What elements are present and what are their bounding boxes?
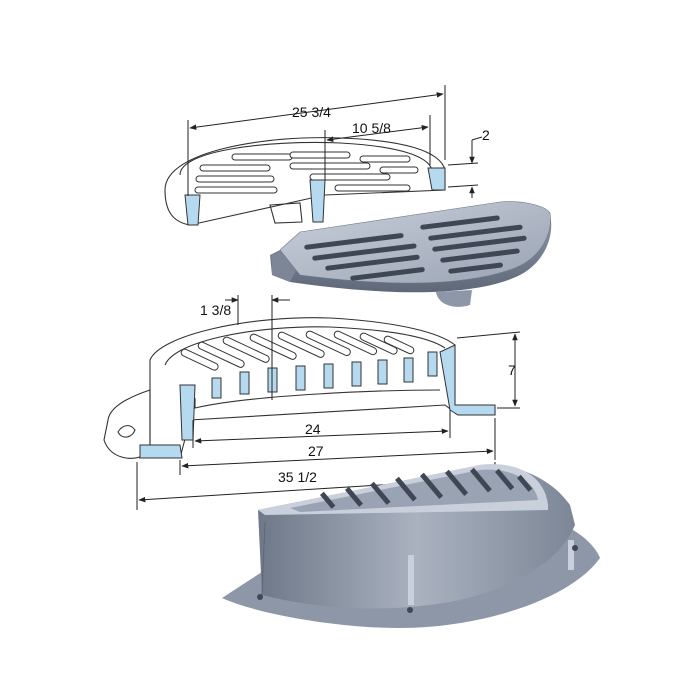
dimension-frame-width: 27 [308,443,324,459]
frame-section-cut [351,361,362,387]
dimension-bar-spacing: 1 3/8 [200,302,231,318]
frame-3d-render [222,464,600,628]
dimension-grate-width: 25 3/4 [292,104,331,120]
grate-section-cut [309,179,326,223]
dimension-clear-opening: 24 [305,421,321,437]
grate-section-view [164,137,446,226]
frame-section-cut [439,344,496,416]
frame-section-cut [239,371,250,395]
frame-section-cut [323,363,334,389]
frame-section-cut [295,365,306,391]
grate-3d-render [270,201,552,307]
dimension-flange-width: 35 1/2 [278,469,317,485]
grate-section-cut [427,167,446,191]
frame-section-cut [211,377,222,399]
frame-section-cut [377,359,388,385]
dimension-frame-height: 7 [508,362,516,378]
grate-dimensions: 25 3/4 10 5/8 2 [187,85,490,198]
frame-section-cut [427,351,438,377]
frame-section-cut [139,444,183,459]
dimension-grate-thickness: 2 [482,127,490,143]
dimension-grate-depth: 10 5/8 [352,120,391,136]
frame-dimensions: 1 3/8 7 24 27 35 1/2 [136,295,521,510]
frame-section-cut [403,357,414,383]
grate-section-cut [184,194,201,226]
